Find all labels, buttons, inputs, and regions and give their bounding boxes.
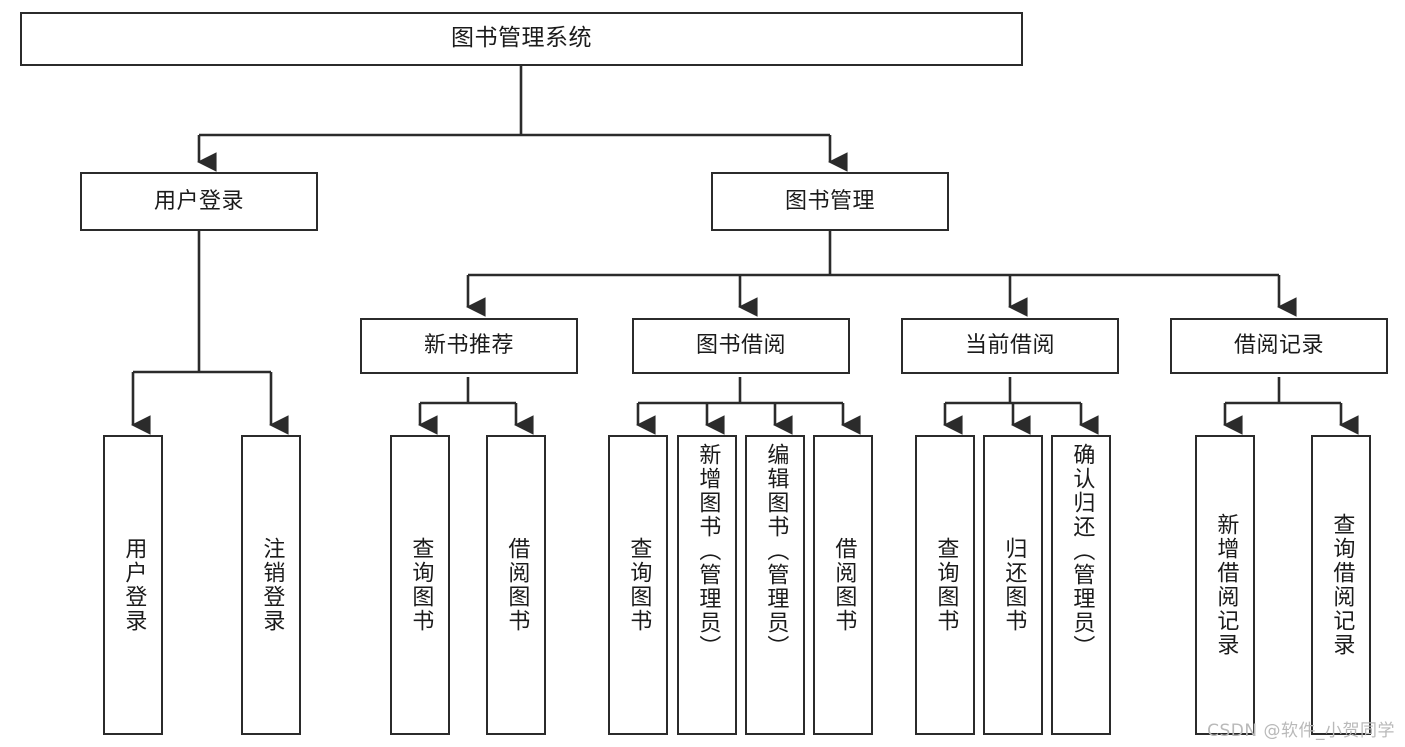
node-label: 当前借阅 xyxy=(964,333,1055,359)
node-leaf-return-book[interactable]: 归还图书 xyxy=(983,435,1043,735)
node-label: 归还图书 xyxy=(1001,537,1027,633)
node-label: 新书推荐 xyxy=(423,333,514,359)
node-label: 注销登录 xyxy=(259,537,285,633)
node-leaf-add-book[interactable]: 新增图书（管理员） xyxy=(677,435,737,735)
node-label: 查询图书 xyxy=(626,537,652,633)
node-book-borrow[interactable]: 图书借阅 xyxy=(632,318,850,374)
node-leaf-add-record[interactable]: 新增借阅记录 xyxy=(1195,435,1255,735)
node-label: 用户登录 xyxy=(153,188,244,214)
node-new-book-recommend[interactable]: 新书推荐 xyxy=(360,318,578,374)
node-leaf-query-book-2[interactable]: 查询图书 xyxy=(608,435,668,735)
node-leaf-borrow-book-2[interactable]: 借阅图书 xyxy=(813,435,873,735)
node-label: 图书借阅 xyxy=(695,333,786,359)
node-leaf-query-record[interactable]: 查询借阅记录 xyxy=(1311,435,1371,735)
node-leaf-confirm-return[interactable]: 确认归还（管理员） xyxy=(1051,435,1111,735)
node-label: 图书管理 xyxy=(784,188,875,214)
node-leaf-query-book-1[interactable]: 查询图书 xyxy=(390,435,450,735)
node-label: 借阅图书 xyxy=(504,537,530,633)
node-label: 确认归还（管理员） xyxy=(1069,443,1095,659)
node-label: 借阅图书 xyxy=(831,537,857,633)
node-current-borrow[interactable]: 当前借阅 xyxy=(901,318,1119,374)
node-label: 新增借阅记录 xyxy=(1213,513,1239,657)
node-leaf-logout[interactable]: 注销登录 xyxy=(241,435,301,735)
node-label: 借阅记录 xyxy=(1233,333,1324,359)
node-user-login[interactable]: 用户登录 xyxy=(80,172,318,231)
node-label: 用户登录 xyxy=(121,537,147,633)
node-label: 新增图书（管理员） xyxy=(695,443,721,659)
node-leaf-edit-book[interactable]: 编辑图书（管理员） xyxy=(745,435,805,735)
node-leaf-query-book-3[interactable]: 查询图书 xyxy=(915,435,975,735)
node-borrow-record[interactable]: 借阅记录 xyxy=(1170,318,1388,374)
csdn-watermark: CSDN @软件_小贺同学 xyxy=(1207,721,1395,741)
node-book-management[interactable]: 图书管理 xyxy=(711,172,949,231)
node-label: 图书管理系统 xyxy=(451,25,592,52)
node-label: 查询图书 xyxy=(933,537,959,633)
node-label: 查询图书 xyxy=(408,537,434,633)
node-label: 编辑图书（管理员） xyxy=(763,443,789,659)
node-leaf-borrow-book-1[interactable]: 借阅图书 xyxy=(486,435,546,735)
node-label: 查询借阅记录 xyxy=(1329,513,1355,657)
node-leaf-user-login[interactable]: 用户登录 xyxy=(103,435,163,735)
node-root-book-management-system[interactable]: 图书管理系统 xyxy=(20,12,1023,66)
